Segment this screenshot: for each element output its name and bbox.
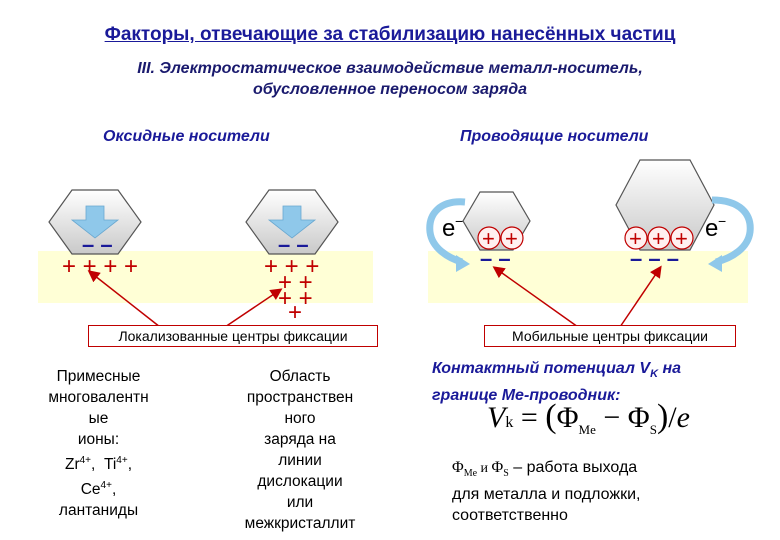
impurity-ions-text: Примесные многовалентн ые ионы: Zr4+, Ti… — [36, 366, 161, 521]
conductive-support-strip — [428, 251, 748, 303]
cation-plus-5: + — [675, 226, 688, 251]
cation-plus-1: + — [482, 226, 495, 251]
space-charge-text: Область пространствен ного заряда на лин… — [225, 366, 375, 534]
cation-plus-3: + — [629, 226, 642, 251]
positive-charges-2d: + — [288, 299, 302, 326]
work-function-text: ΦMe и ΦS – работа выхода для металла и п… — [452, 457, 772, 526]
localized-centers-box: Локализованные центры фиксации — [88, 325, 378, 347]
electron-label-left: e — [442, 215, 455, 242]
cation-plus-4: + — [652, 226, 665, 251]
electron-label-right: e — [705, 215, 718, 242]
positive-charges-1: + + + + — [62, 253, 138, 280]
electron-sup-right: − — [718, 213, 726, 229]
contact-potential-formula: Vk = (ΦMe − ΦS)/e — [487, 398, 690, 438]
cation-plus-2: + — [505, 226, 518, 251]
electron-sup-left: − — [455, 213, 463, 229]
mobile-centers-box: Мобильные центры фиксации — [484, 325, 736, 347]
